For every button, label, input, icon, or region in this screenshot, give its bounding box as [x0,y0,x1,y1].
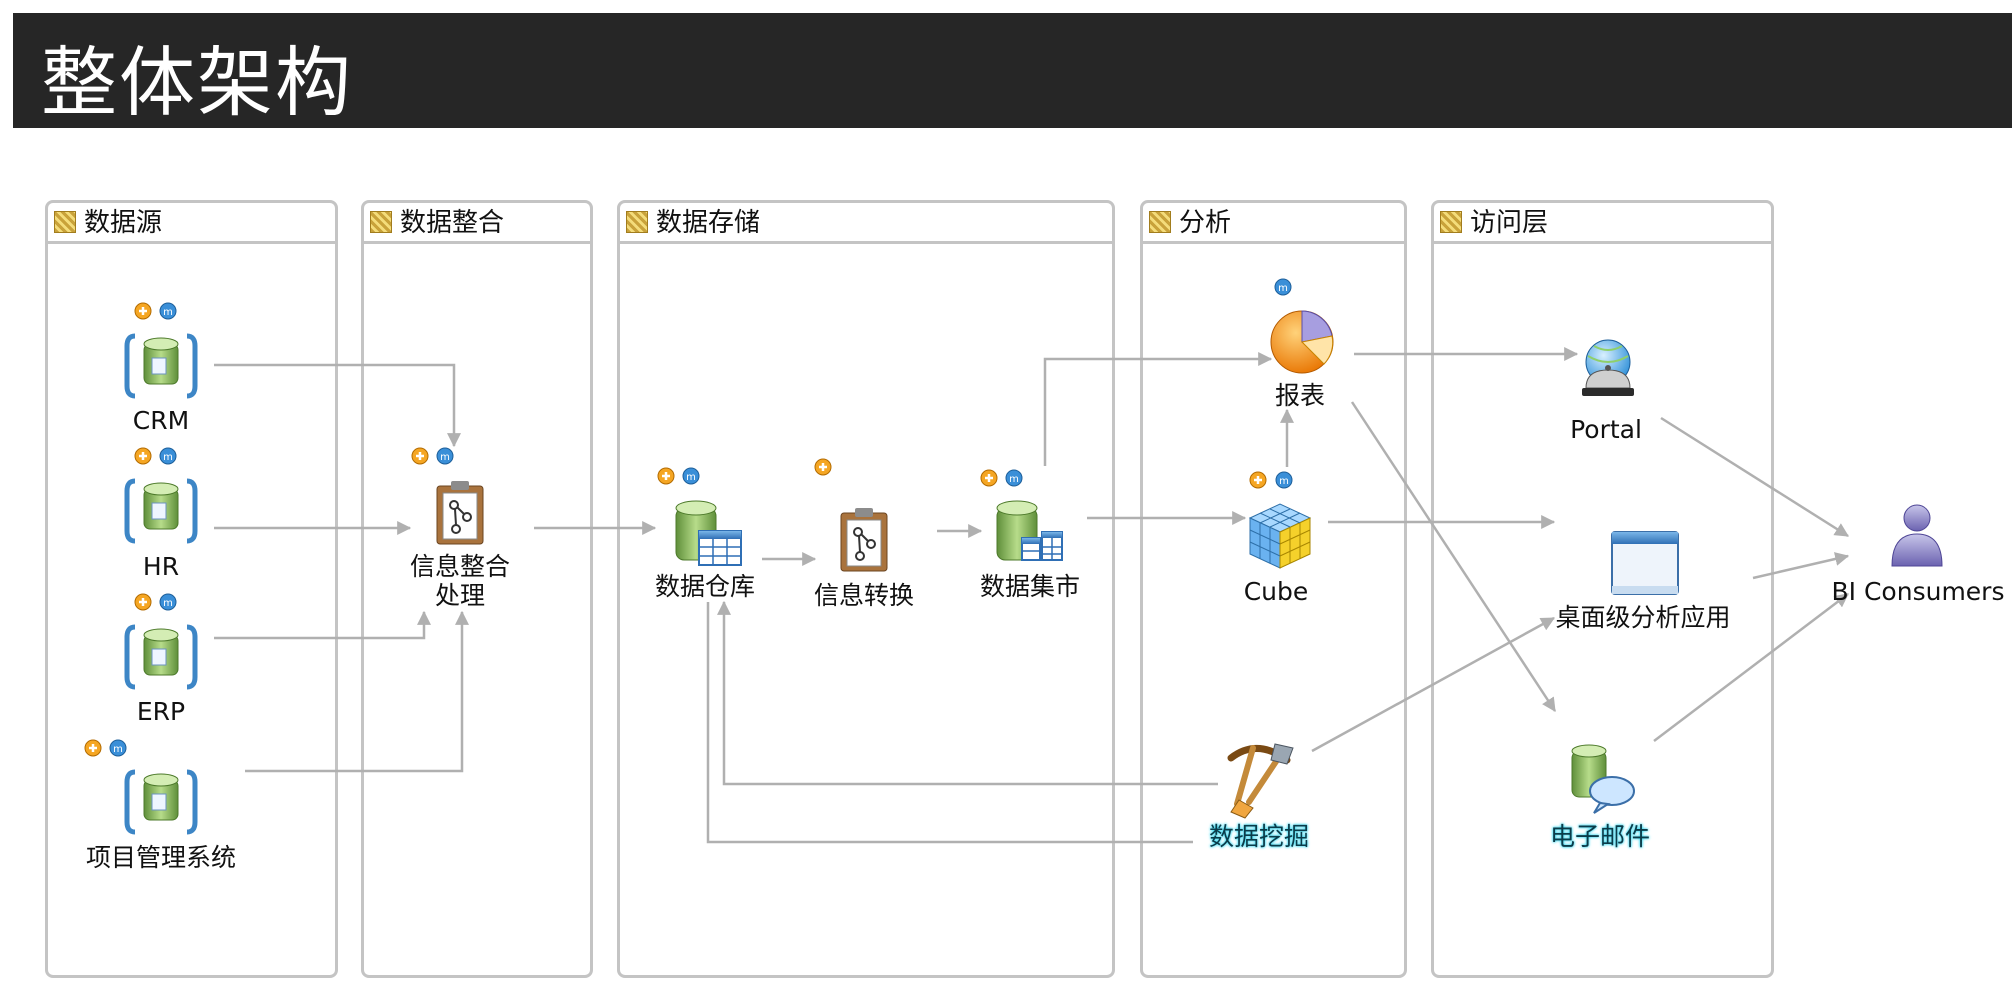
globe-bell-icon [1582,339,1634,396]
node-portal-label: Portal [1570,415,1642,444]
node-desktop-label: 桌面级分析应用 [1555,603,1731,632]
lane-access: 访问层 [1431,200,1774,978]
node-email-label: 电子邮件 [1549,822,1651,851]
lane-header: 数据源 [48,203,335,244]
node-report-label: 报表 [1274,381,1326,410]
arrow-warehouse-to-mining [706,602,1193,844]
data-source-cylinder-icon [124,333,198,399]
plus-badge-icon [814,458,832,476]
svg-text:m: m [440,452,450,463]
m-badge-icon: m [159,447,177,465]
m-badge-icon: m [682,467,700,485]
node-hr-label: HR [142,552,180,581]
plus-badge-icon [84,739,102,757]
m-badge-icon: m [1274,278,1292,296]
node-consumers-label: BI Consumers [1831,577,2005,606]
svg-text:m: m [1009,474,1019,485]
arrow-crm-to-integration [214,363,461,448]
m-badge-icon: m [1005,469,1023,487]
arrow-portal-to-consumers [1660,416,1849,538]
lane-label: 数据整合 [400,208,505,238]
pie-chart-icon [1270,310,1334,374]
node-cube-label: Cube [1243,577,1309,606]
database-table-icon [996,500,1063,561]
lane-label: 分析 [1179,208,1232,238]
svg-text:m: m [686,472,696,483]
node-crm-label: CRM [132,406,190,435]
plus-badge-icon [134,447,152,465]
data-source-cylinder-icon [124,624,198,690]
plus-badge-icon [134,302,152,320]
lane-label: 访问层 [1470,208,1549,238]
lane-label: 数据源 [84,208,163,238]
svg-text:m: m [1279,476,1289,487]
plus-badge-icon [134,593,152,611]
pattern-grid-icon [1149,211,1171,233]
arrow-erp-to-integration [214,610,431,640]
node-erp-label: ERP [136,697,186,726]
lane-header: 数据存储 [620,203,1112,244]
lane-header: 数据整合 [364,203,590,244]
node-pms-label: 项目管理系统 [85,843,237,872]
clipboard-flow-icon [436,481,484,545]
lane-header: 分析 [1143,203,1404,244]
plus-badge-icon [657,467,675,485]
node-integration-label: 信息整合 处理 [409,552,511,610]
arrow-mart-to-report [1043,352,1273,466]
lane-integrate: 数据整合 [361,200,593,978]
title-bar: 整体架构 [13,13,2012,128]
plus-badge-icon [1249,471,1267,489]
arrow-email-to-consumers [1653,593,1849,742]
pattern-grid-icon [54,211,76,233]
badges: m m m m m m m m m [84,278,1293,757]
node-mining-label: 数据挖掘 [1208,822,1310,851]
m-badge-icon: m [159,593,177,611]
lane-header: 访问层 [1434,203,1771,244]
pattern-grid-icon [1440,211,1462,233]
pickaxe-shovel-icon [1227,743,1294,819]
arrow-pms-to-integration [245,610,469,773]
clipboard-flow-icon [840,508,888,572]
lane-storage: 数据存储 [617,200,1115,978]
page-title: 整体架构 [41,38,353,127]
node-mart-label: 数据集市 [979,572,1081,601]
application-window-icon [1611,531,1679,595]
node-transform-label: 信息转换 [813,581,915,610]
plus-badge-icon [980,469,998,487]
svg-text:m: m [163,598,173,609]
arrow-mining-to-desktop [1311,616,1556,753]
m-badge-icon: m [109,739,127,757]
user-icon [1891,504,1943,567]
pattern-grid-icon [626,211,648,233]
olap-cube-icon [1248,503,1312,569]
node-warehouse-label: 数据仓库 [654,572,756,601]
m-badge-icon: m [436,447,454,465]
plus-badge-icon [411,447,429,465]
data-source-cylinder-icon [124,478,198,544]
svg-text:m: m [1278,283,1288,294]
svg-text:m: m [163,307,173,318]
arrow-mining-to-warehouse [717,600,1218,786]
m-badge-icon: m [159,302,177,320]
database-speech-icon [1571,744,1635,814]
connectors [214,347,1850,844]
svg-text:m: m [163,452,173,463]
lane-label: 数据存储 [656,208,761,238]
svg-text:m: m [113,744,123,755]
database-table-icon [675,500,742,566]
data-source-cylinder-icon [124,769,198,835]
arrow-desktop-to-consumers [1752,552,1850,580]
lane-source: 数据源 [45,200,338,978]
pattern-grid-icon [370,211,392,233]
arrow-report-to-email [1350,401,1557,712]
m-badge-icon: m [1275,471,1293,489]
